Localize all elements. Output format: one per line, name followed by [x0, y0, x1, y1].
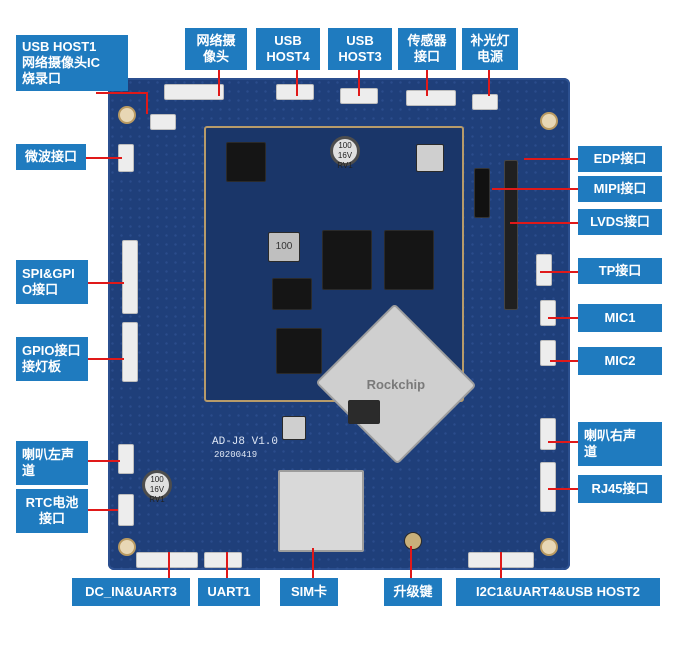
pointer-line — [500, 552, 502, 578]
capacitor: 100 16V RV1 — [142, 470, 172, 504]
callout-mipi: MIPI接口 — [578, 176, 662, 202]
pointer-line — [312, 548, 314, 578]
sim-slot — [278, 470, 364, 552]
sensor-connector — [406, 90, 456, 106]
pointer-line — [146, 92, 148, 114]
pointer-line — [548, 441, 578, 443]
pmic-chip — [226, 142, 266, 182]
pointer-line — [168, 552, 170, 578]
callout-speaker-left: 喇叭左声 道 — [16, 441, 88, 485]
callout-lvds: LVDS接口 — [578, 209, 662, 235]
emmc-chip — [276, 328, 322, 374]
mipi-connector — [474, 168, 490, 218]
callout-net-camera: 网络摄 像头 — [185, 28, 247, 70]
ram-chip — [384, 230, 434, 290]
inductor — [416, 144, 444, 172]
callout-upgrade: 升级键 — [384, 578, 442, 606]
board-model-silk: AD-J8 V1.0 — [212, 436, 279, 448]
callout-usb-host4: USB HOST4 — [256, 28, 320, 70]
core-module: 100 — [204, 126, 464, 402]
usb-host4-connector — [276, 84, 314, 100]
usb-host1-connector — [150, 114, 176, 130]
callout-fill-light: 补光灯 电源 — [462, 28, 518, 70]
pointer-line — [540, 271, 578, 273]
pointer-line — [492, 188, 588, 190]
gpio-light-connector — [122, 322, 138, 382]
pointer-line — [358, 70, 360, 96]
pointer-line — [550, 360, 578, 362]
callout-spi-gpio: SPI&GPI O接口 — [16, 260, 88, 304]
board-date-silk: 20200419 — [214, 450, 258, 460]
rj45-connector — [540, 462, 556, 512]
callout-dc-in-uart3: DC_IN&UART3 — [72, 578, 190, 606]
pointer-line — [488, 70, 490, 96]
pointer-line — [296, 70, 298, 96]
upgrade-key — [404, 532, 422, 550]
callout-sim: SIM卡 — [280, 578, 338, 606]
pointer-line — [86, 157, 122, 159]
edp-lvds-connector — [504, 160, 518, 310]
callout-rj45: RJ45接口 — [578, 475, 662, 503]
callout-uart1: UART1 — [198, 578, 260, 606]
callout-tp: TP接口 — [578, 258, 662, 284]
pointer-line — [548, 317, 578, 319]
capacitor: 100 16V RV1 — [330, 136, 360, 170]
soc-brand: Rockchip — [366, 376, 426, 392]
mic1-connector — [540, 300, 556, 326]
callout-microwave: 微波接口 — [16, 144, 86, 170]
pointer-line — [88, 282, 124, 284]
pointer-line — [96, 92, 146, 94]
ram-chip — [322, 230, 372, 290]
callout-mic1: MIC1 — [578, 304, 662, 332]
speaker-right-connector — [540, 418, 556, 450]
pointer-line — [88, 460, 120, 462]
pointer-line — [88, 509, 118, 511]
callout-rtc: RTC电池 接口 — [16, 489, 88, 533]
circuit-board: 100 Rockchip 100 16V RV1 100 16V RV1 AD-… — [108, 78, 570, 570]
callout-edp: EDP接口 — [578, 146, 662, 172]
spi-gpio-connector — [122, 240, 138, 314]
net-camera-connector — [164, 84, 224, 100]
fill-light-connector — [472, 94, 498, 110]
pointer-line — [218, 70, 220, 96]
inductor-label: 100 — [268, 232, 300, 262]
pointer-line — [410, 546, 412, 578]
inductor — [282, 416, 306, 440]
callout-i2c-uart4-usb-host2: I2C1&UART4&USB HOST2 — [456, 578, 660, 606]
ic-chip — [348, 400, 380, 424]
callout-sensor: 传感器 接口 — [398, 28, 456, 70]
mount-hole — [118, 538, 136, 556]
speaker-left-connector — [118, 444, 134, 474]
uart1-connector — [204, 552, 242, 568]
rtc-connector — [118, 494, 134, 526]
tp-connector — [536, 254, 552, 286]
pointer-line — [524, 158, 578, 160]
callout-speaker-right: 喇叭右声 道 — [578, 422, 662, 466]
callout-gpio-light: GPIO接口 接灯板 — [16, 337, 88, 381]
pointer-line — [510, 222, 578, 224]
pointer-line — [226, 552, 228, 578]
ic-chip — [272, 278, 312, 310]
mount-hole — [540, 112, 558, 130]
mic2-connector — [540, 340, 556, 366]
callout-usb-host1: USB HOST1 网络摄像头IC 烧录口 — [16, 35, 128, 91]
mount-hole — [540, 538, 558, 556]
mount-hole — [118, 106, 136, 124]
pointer-line — [426, 70, 428, 96]
pointer-line — [88, 358, 124, 360]
dc-in-uart3-connector — [136, 552, 198, 568]
callout-mic2: MIC2 — [578, 347, 662, 375]
callout-usb-host3: USB HOST3 — [328, 28, 392, 70]
pointer-line — [548, 488, 578, 490]
